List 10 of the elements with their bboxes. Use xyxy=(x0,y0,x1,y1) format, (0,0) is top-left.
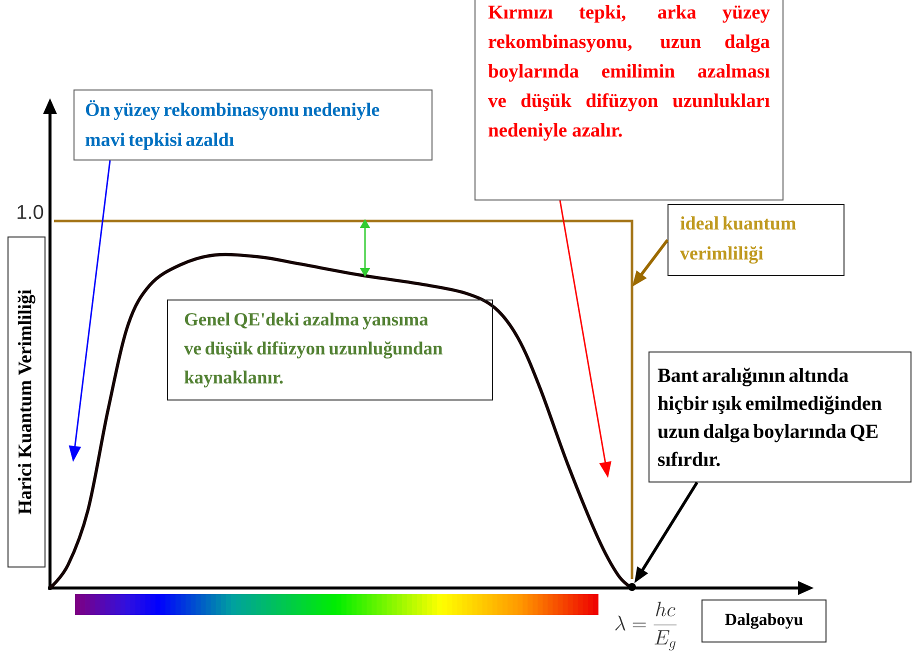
callout-box: Genel QE'deki azalma yansıma ve düşük difüzyon uzunluğundan kaynaklanır. xyxy=(167,299,493,400)
callout-box: Kırmızı tepki, arka yüzey rekombinasyonu, uzun dalga boylarında emilimin azalması ve düşük difüzyon uzunlukları nedeniyle azalır. xyxy=(474,0,784,200)
callout-box: ideal kuantum verimliliği xyxy=(668,204,844,276)
zero-point-dot xyxy=(628,582,636,591)
wavelength-formula: $\lambda = \frac{hc}{E_g}$ xyxy=(615,602,677,650)
axis-title-box: Dalgaboyu xyxy=(702,599,826,642)
tick-label: 1.0 xyxy=(18,204,44,220)
axis-title-box: Harici Kuantum Verimliliği xyxy=(8,236,46,568)
callout-box: Bant aralığının altında hiçbir ışık emilmediğinden uzun dalga boylarında QE sıfırdır. xyxy=(648,352,912,482)
callout-box: Ön yüzey rekombinasyonu nedeniyle mavi tepkisi azaldı xyxy=(74,89,432,160)
